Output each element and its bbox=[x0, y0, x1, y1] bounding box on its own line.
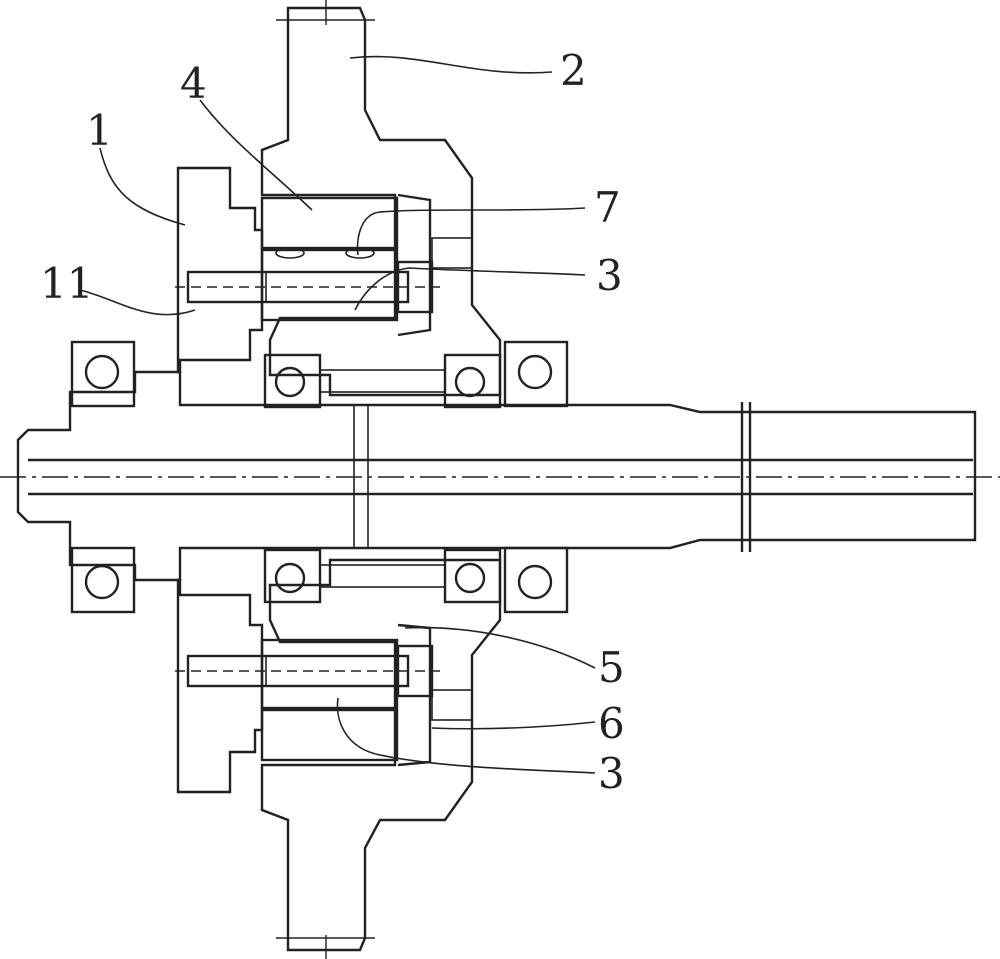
label-6: 6 bbox=[598, 699, 625, 748]
part-labels: 1 2 4 7 3 11 5 6 3 bbox=[40, 46, 625, 798]
label-2: 2 bbox=[560, 46, 587, 95]
label-5: 5 bbox=[598, 643, 625, 692]
planet-roller-bottom bbox=[260, 638, 399, 762]
label-11: 11 bbox=[40, 259, 93, 308]
retaining-plate bbox=[397, 193, 473, 767]
label-1: 1 bbox=[86, 106, 113, 155]
label-4: 4 bbox=[180, 59, 207, 108]
label-7: 7 bbox=[594, 183, 621, 232]
label-3-top: 3 bbox=[596, 251, 623, 300]
gear-ring bbox=[260, 6, 502, 952]
planet-roller-top bbox=[260, 196, 399, 322]
shaft bbox=[16, 370, 977, 582]
bearings bbox=[70, 340, 569, 614]
label-3-bottom: 3 bbox=[598, 749, 625, 798]
leader-lines bbox=[79, 55, 596, 774]
